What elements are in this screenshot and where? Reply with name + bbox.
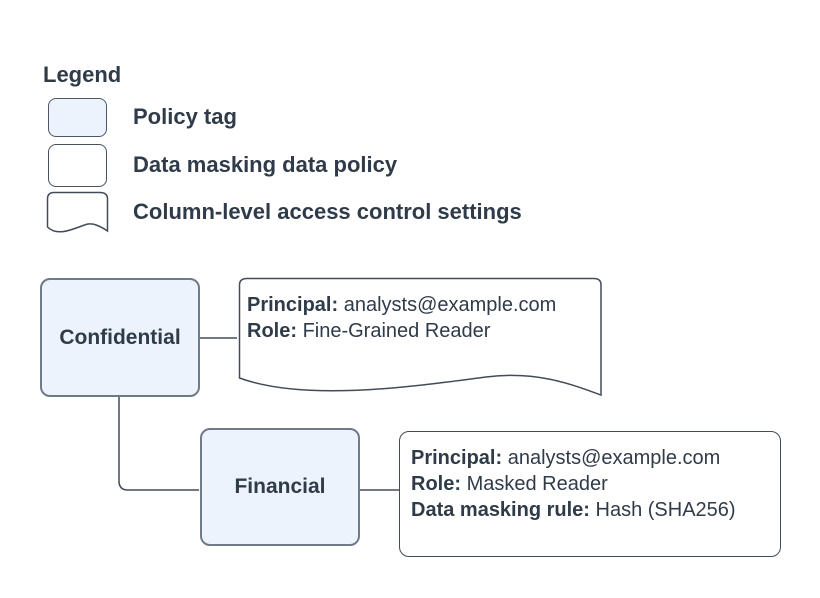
masking-rule-label: Data masking rule: — [411, 499, 590, 521]
masking-rule-value: Hash (SHA256) — [595, 499, 736, 521]
policy-tag-swatch — [48, 98, 107, 137]
node-financial-label: Financial — [234, 475, 326, 498]
masking-role-line: Role: Masked Reader — [411, 471, 770, 497]
principal-value: analysts@example.com — [507, 447, 721, 469]
principal-value: analysts@example.com — [343, 294, 557, 316]
legend-label-policy-tag: Policy tag — [133, 104, 237, 129]
callout-access-control-settings: Principal: analysts@example.com Role: Fi… — [238, 277, 603, 401]
node-confidential-label: Confidential — [59, 325, 181, 349]
access-control-role-line: Role: Fine-Grained Reader — [247, 318, 556, 344]
legend-title: Legend — [43, 62, 122, 87]
document-shape-icon — [46, 191, 109, 233]
node-financial: Financial — [200, 428, 360, 546]
role-value: Fine-Grained Reader — [302, 320, 491, 342]
access-control-text: Principal: analysts@example.com Role: Fi… — [247, 292, 556, 344]
node-confidential: Confidential — [40, 278, 200, 397]
masking-rule-line: Data masking rule: Hash (SHA256) — [411, 497, 770, 523]
callout-data-masking-policy: Principal: analysts@example.com Role: Ma… — [399, 431, 781, 557]
legend-label-data-masking-policy: Data masking data policy — [133, 152, 398, 177]
data-masking-policy-swatch — [48, 144, 107, 187]
legend-label-column-access-control: Column-level access control settings — [133, 199, 522, 224]
principal-label: Principal: — [247, 294, 339, 316]
document-shape — [238, 277, 602, 397]
role-label: Role: — [247, 320, 297, 342]
principal-label: Principal: — [411, 447, 503, 469]
column-access-control-swatch — [46, 191, 109, 233]
edge-confidential-to-financial — [118, 397, 199, 491]
access-control-principal-line: Principal: analysts@example.com — [247, 292, 556, 318]
masking-principal-line: Principal: analysts@example.com — [411, 445, 770, 471]
role-label: Role: — [411, 473, 461, 495]
role-value: Masked Reader — [466, 473, 608, 495]
